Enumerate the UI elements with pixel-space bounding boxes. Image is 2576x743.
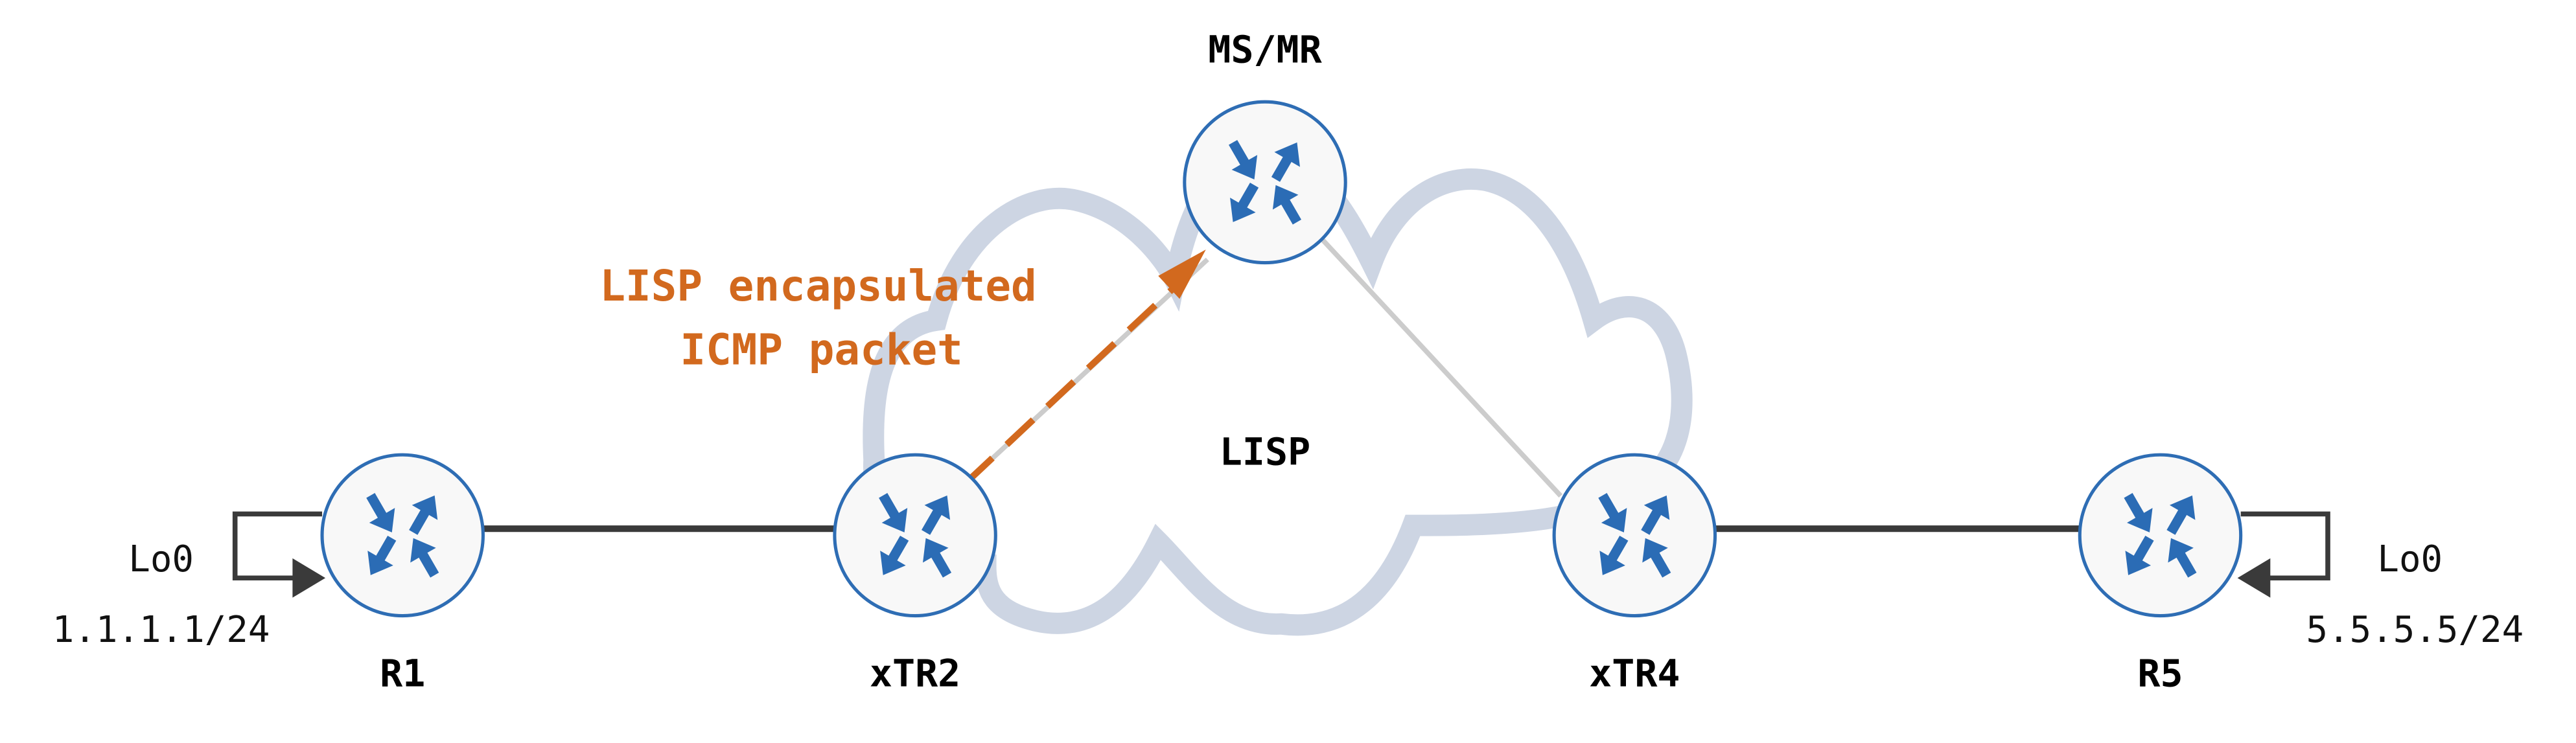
r1-loopback-bracket [232,511,323,581]
link-xtr2-msmr [964,257,1209,485]
router-icon [322,455,483,615]
lisp-cloud [863,144,1693,636]
router-icon [1185,102,1345,262]
msmr-label: MS/MR [1208,27,1322,71]
r5-loopback-arrowhead [2237,558,2271,598]
r1-loopback-arrowhead [292,558,326,598]
router-msmr[interactable] [1185,102,1345,262]
r5-label: R5 [2137,652,2183,696]
xtr4-label: xTR4 [1589,652,1680,696]
r5-loopback-bracket [2240,511,2330,581]
router-xtr4[interactable] [1554,455,1715,615]
r5-loopback-address: 5.5.5.5/24 [2306,609,2524,651]
router-icon [2080,455,2240,615]
link-msmr-xtr4 [1320,238,1563,498]
router-xtr2[interactable] [835,455,995,615]
xtr2-label: xTR2 [870,652,960,696]
encap-flow-arrow [964,280,1182,485]
router-icon [835,455,995,615]
r1-label: R1 [380,652,425,696]
annotation-line2: ICMP packet [680,325,962,375]
router-icon [1554,455,1715,615]
r5-loopback-interface: Lo0 [2377,538,2443,580]
router-r5[interactable] [2080,455,2240,615]
encap-flow-arrowhead [1158,249,1206,299]
annotation-line1: LISP encapsulated [599,261,1036,311]
r1-loopback-interface: Lo0 [128,538,194,580]
router-r1[interactable] [322,455,483,615]
cloud-label: LISP [1220,429,1310,474]
r1-loopback-address: 1.1.1.1/24 [52,609,270,651]
